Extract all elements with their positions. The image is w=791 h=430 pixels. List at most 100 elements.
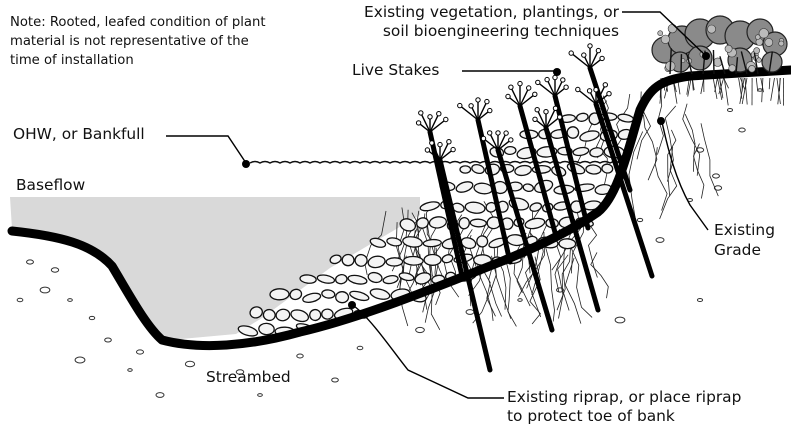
riprap-rock <box>576 112 589 122</box>
soil-speck <box>136 350 143 354</box>
stake-bud <box>469 104 473 108</box>
soil-speck <box>40 287 50 293</box>
baseflow-label: Baseflow <box>16 176 85 194</box>
soil-speck <box>297 354 303 358</box>
riprap-rock <box>601 164 613 174</box>
stake-bud <box>488 108 492 112</box>
riprap-rock <box>559 239 576 249</box>
soil-speck <box>17 298 23 301</box>
vegetation-line-1: Existing vegetation, plantings, or <box>356 3 619 22</box>
stake-bud <box>518 81 522 85</box>
shrub-leaf <box>765 38 773 46</box>
riprap-rock <box>347 274 367 285</box>
soil-speck <box>615 317 625 323</box>
ohw-label: OHW, or Bankfull <box>13 125 145 143</box>
riprap-rock <box>471 163 485 175</box>
stake-bud <box>506 94 510 98</box>
root-strand <box>668 130 676 196</box>
stake-bud <box>488 131 492 135</box>
riprap-rock <box>476 235 488 247</box>
shrub-leaf <box>658 31 663 36</box>
stake-bud <box>594 88 598 92</box>
stake-bud <box>588 44 592 48</box>
riprap-rock <box>386 258 403 266</box>
stake-bud <box>496 131 500 135</box>
riprap-line-1: Existing riprap, or place riprap <box>507 388 741 407</box>
soil-speck <box>637 218 642 221</box>
streambed-label: Streambed <box>206 368 291 386</box>
riprap-rock <box>465 201 486 214</box>
riprap-rock <box>302 292 322 304</box>
riprap-rock <box>342 254 354 265</box>
stake-bud <box>476 98 480 102</box>
root-strand <box>724 78 729 88</box>
riprap-rock <box>579 129 600 143</box>
riprap-rock <box>369 287 390 301</box>
soil-speck <box>332 378 339 382</box>
shrub-leaf <box>779 41 784 46</box>
stake-bud <box>447 140 451 144</box>
soil-speck <box>739 128 746 132</box>
stake-bud <box>509 138 513 142</box>
soil-speck <box>68 299 73 302</box>
soil-speck <box>713 174 720 178</box>
grade-line-2: Grade <box>714 240 775 260</box>
dot-live-stakes <box>553 68 561 76</box>
note-line-1: Note: Rooted, leafed condition of plant <box>10 13 266 32</box>
stake-bud <box>485 99 489 103</box>
stake-bud <box>582 53 586 57</box>
riprap-line-2: to protect toe of bank <box>507 407 741 426</box>
stake-bud <box>438 142 442 146</box>
stake-bud <box>544 110 548 114</box>
riprap-rock <box>336 291 349 302</box>
soil-speck <box>258 394 263 397</box>
riprap-rock <box>237 324 258 338</box>
soil-speck <box>727 108 732 111</box>
stake-bud <box>607 92 611 96</box>
stake-bud <box>535 108 539 112</box>
riprap-rock <box>258 323 274 335</box>
soil-speck <box>357 346 363 349</box>
soil-speck <box>128 369 132 372</box>
shrub-leaf <box>708 25 716 33</box>
soil-speck <box>27 260 34 264</box>
dot-vegetation <box>702 52 710 60</box>
dot-riprap <box>348 301 356 309</box>
note-line-3: time of installation <box>10 51 266 70</box>
shrub-leaf <box>755 35 760 40</box>
riprap-rock <box>275 308 290 322</box>
shrub-leaf <box>661 35 670 44</box>
riprap-label: Existing riprap, or place riprap to prot… <box>507 388 741 426</box>
stake-bud <box>481 136 485 140</box>
soil-speck <box>697 298 702 301</box>
shrub-leaf <box>749 65 756 72</box>
shrub-leaf <box>754 48 760 54</box>
shrub-leaf <box>668 24 677 33</box>
soil-speck <box>466 310 474 315</box>
stake-bud <box>419 111 423 115</box>
stake-bud <box>536 80 540 84</box>
dot-ohw <box>242 160 250 168</box>
soil-speck <box>105 338 112 342</box>
stake-bud <box>587 89 591 93</box>
stake-bud <box>545 77 549 81</box>
note-line-2: material is not representative of the <box>10 32 266 51</box>
stake-bud <box>504 131 508 135</box>
existing-vegetation-shrubs <box>652 16 787 74</box>
riprap-rock <box>367 271 383 284</box>
stake-bud <box>451 147 455 151</box>
riprap-rock <box>586 164 602 174</box>
stake-bud <box>428 115 432 119</box>
shrub-stem <box>713 50 714 74</box>
soil-speck <box>656 238 664 243</box>
riprap-rock <box>470 219 486 227</box>
riprap-rock <box>321 289 335 299</box>
root-strand <box>497 244 506 309</box>
root-strand <box>724 78 728 105</box>
root-strand <box>655 147 667 210</box>
shrub-leaf <box>757 58 762 63</box>
riprap-rock <box>424 255 441 266</box>
riprap-rock <box>504 146 516 154</box>
vegetation-line-2: soil bioengineering techniques <box>356 22 619 41</box>
